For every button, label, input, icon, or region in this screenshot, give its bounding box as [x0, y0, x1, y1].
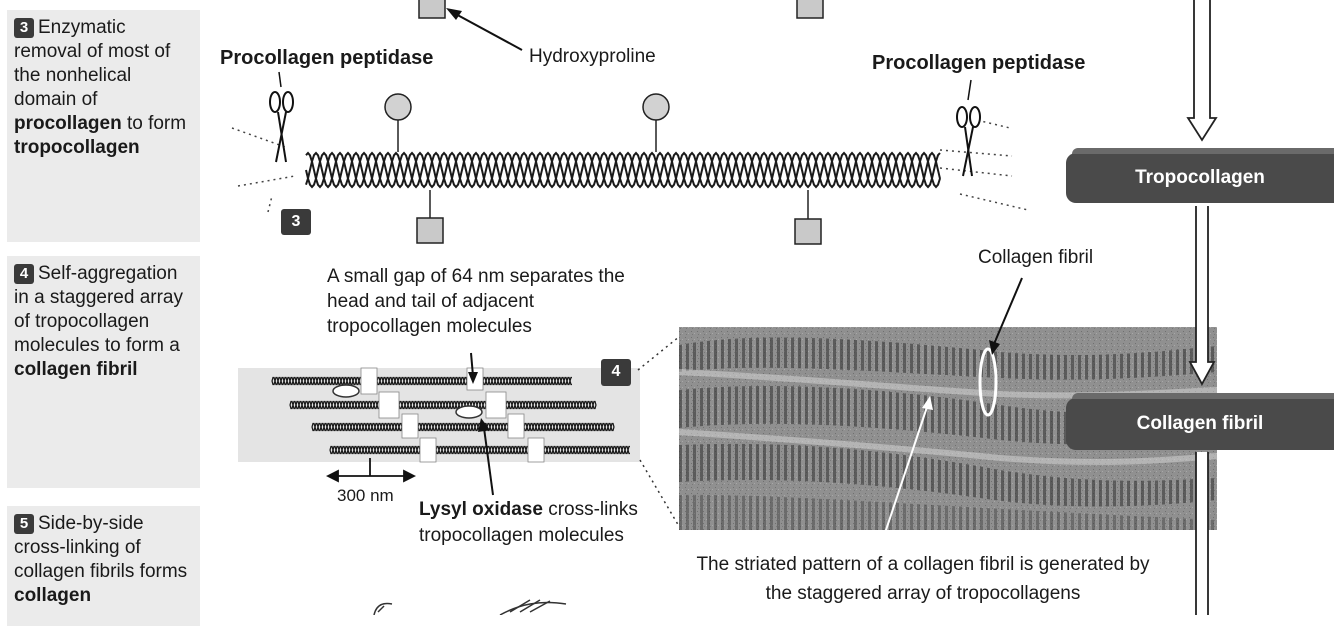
marker-3-label: 3	[291, 213, 301, 230]
marker-4-label: 4	[611, 363, 621, 380]
collagen-fibril-callout: Collagen fibril	[978, 247, 1094, 268]
scale-bar	[325, 458, 417, 483]
hydroxyproline-square-1	[416, 217, 444, 244]
scale-label: 300 nm	[337, 486, 394, 505]
procollagen-peptidase-left-label: Procollagen peptidase	[220, 47, 434, 69]
lysyl-arrowhead	[478, 418, 490, 432]
procollagen-peptidase-right-label: Procollagen peptidase	[872, 52, 1086, 74]
fibril-callout-arrowhead	[989, 340, 1000, 355]
hydroxyproline-arrowhead	[446, 8, 462, 20]
stage-collagen-fibril: Collagen fibril	[1066, 393, 1334, 450]
gap-markers	[360, 367, 545, 463]
helix-strand	[305, 151, 941, 189]
hydroxyproline-square-top-left	[418, 0, 446, 19]
tropocollagen-molecule	[435, 445, 528, 455]
hydroxyproline-square-2	[794, 218, 822, 245]
tropocollagen-molecule	[311, 422, 403, 432]
tropocollagen-helix	[305, 151, 941, 189]
step-4-badge: 4	[14, 264, 34, 284]
hydroxyproline-pointer	[451, 11, 523, 51]
cross-link-left	[332, 384, 360, 398]
staggered-array	[271, 376, 630, 455]
tropocollagen-molecule	[376, 376, 468, 386]
fibril-highlight-ring	[978, 347, 998, 417]
tropocollagen-molecule	[523, 422, 615, 432]
tropocollagen-molecule	[482, 376, 572, 386]
striated-arrowhead	[922, 396, 933, 410]
hydroxyproline-label: Hydroxyproline	[529, 46, 656, 67]
tropocollagen-molecule	[329, 445, 421, 455]
lysyl-oxidase-note: Lysyl oxidase cross-links tropocollagen …	[419, 499, 638, 546]
stage-tropocollagen: Tropocollagen	[1066, 148, 1334, 203]
step-3-badge: 3	[14, 18, 34, 38]
step-5-badge: 5	[14, 514, 34, 534]
tropocollagen-molecule	[271, 376, 361, 386]
hydroxyproline-circle-1	[384, 93, 412, 121]
tropocollagen-molecule	[289, 400, 379, 410]
tropocollagen-molecule	[398, 400, 487, 410]
tropocollagen-molecule	[417, 422, 509, 432]
marker-4-box	[601, 359, 631, 386]
gap-arrowhead	[468, 372, 478, 384]
tropocollagen-molecule	[505, 400, 597, 410]
bottom-partial-drawing	[373, 599, 567, 615]
striated-pattern-note: The striated pattern of a collagen fibri…	[696, 554, 1150, 604]
gap-note: A small gap of 64 nm separates the head …	[327, 266, 625, 337]
scissors-left-icon	[269, 71, 294, 163]
marker-3-box	[281, 209, 311, 235]
scissors-right-icon	[956, 79, 981, 177]
tropocollagen-molecule	[543, 445, 630, 455]
zoom-guide-lines	[637, 335, 681, 529]
helix-strand	[305, 151, 941, 189]
hydroxyproline-square-top-right	[796, 0, 824, 19]
cross-link-right	[455, 405, 483, 419]
process-flow-arrows	[1186, 0, 1218, 615]
hydroxyproline-circle-2	[642, 93, 670, 121]
